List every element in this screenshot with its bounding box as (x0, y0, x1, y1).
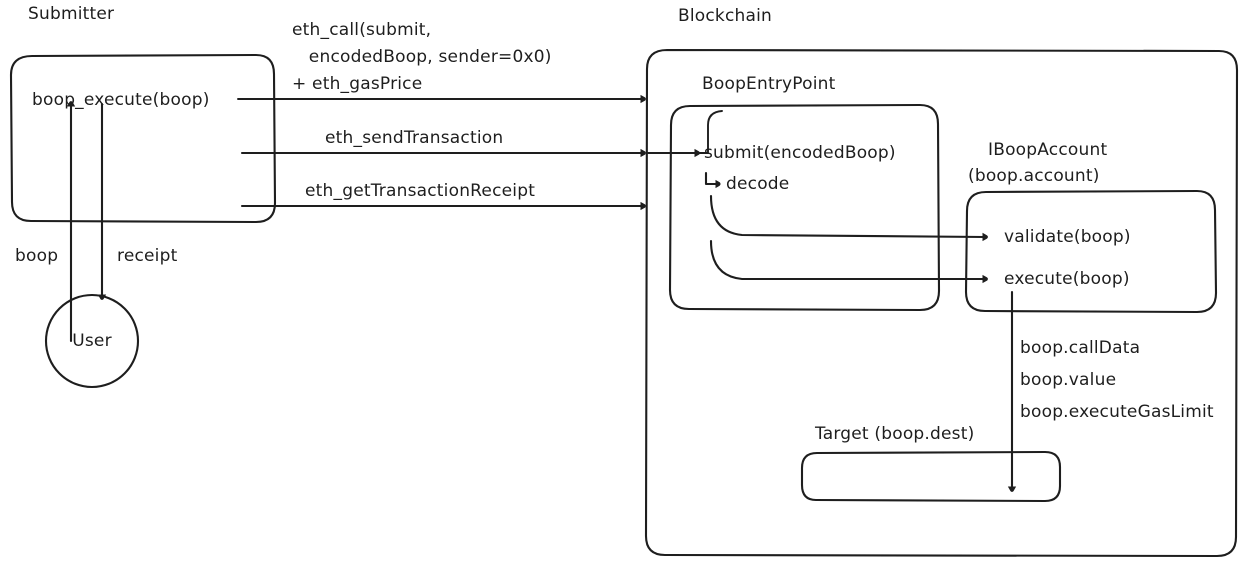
boop-account-group-label-line2: (boop.account) (968, 166, 1100, 186)
edge-label-receipt: receipt (117, 246, 178, 266)
boop-account-group-label-line1: IBoopAccount (988, 140, 1107, 160)
boop-account-method-validate: validate(boop) (1004, 227, 1131, 247)
boop-entry-point-decode-label: decode (726, 174, 789, 194)
arrow-decode (704, 171, 718, 184)
user-label: User (72, 331, 112, 351)
group-target (800, 450, 1062, 503)
arrow-entrypoint-to-execute (709, 239, 985, 279)
rpc-eth-call-line-3: + eth_gasPrice (292, 74, 422, 94)
rpc-eth-get-transaction-receipt-label: eth_getTransactionReceipt (305, 181, 535, 201)
edge-label-boop-value: boop.value (1020, 370, 1116, 390)
submitter-box (9, 53, 277, 224)
boop-entry-point-group-label: BoopEntryPoint (702, 74, 836, 94)
submitter-method-label: boop_execute(boop) (32, 90, 210, 110)
boop-entry-point-method-label: submit(encodedBoop) (704, 143, 896, 163)
rpc-eth-call-line-1: eth_call(submit, (292, 20, 431, 40)
group-submitter (9, 53, 277, 224)
edge-label-boop-calldata: boop.callData (1020, 338, 1140, 358)
submitter-group-label: Submitter (28, 4, 114, 24)
boop-account-method-execute: execute(boop) (1004, 269, 1130, 289)
boop-entry-point-box (668, 103, 941, 312)
group-boop-entry-point (668, 103, 941, 312)
target-group-label: Target (boop.dest) (814, 424, 974, 444)
edge-label-boop: boop (15, 246, 58, 266)
edge-label-boop-executegaslimit: boop.executeGasLimit (1020, 402, 1214, 422)
target-box (800, 450, 1062, 503)
rpc-eth-call-line-2: encodedBoop, sender=0x0) (292, 47, 552, 67)
group-boop-account (964, 189, 1218, 314)
connector-submit-riser (707, 110, 723, 153)
blockchain-group-label: Blockchain (678, 6, 772, 26)
arrow-entrypoint-to-validate (709, 194, 985, 237)
boop-account-box (964, 189, 1218, 314)
rpc-eth-send-transaction-label: eth_sendTransaction (325, 128, 503, 148)
